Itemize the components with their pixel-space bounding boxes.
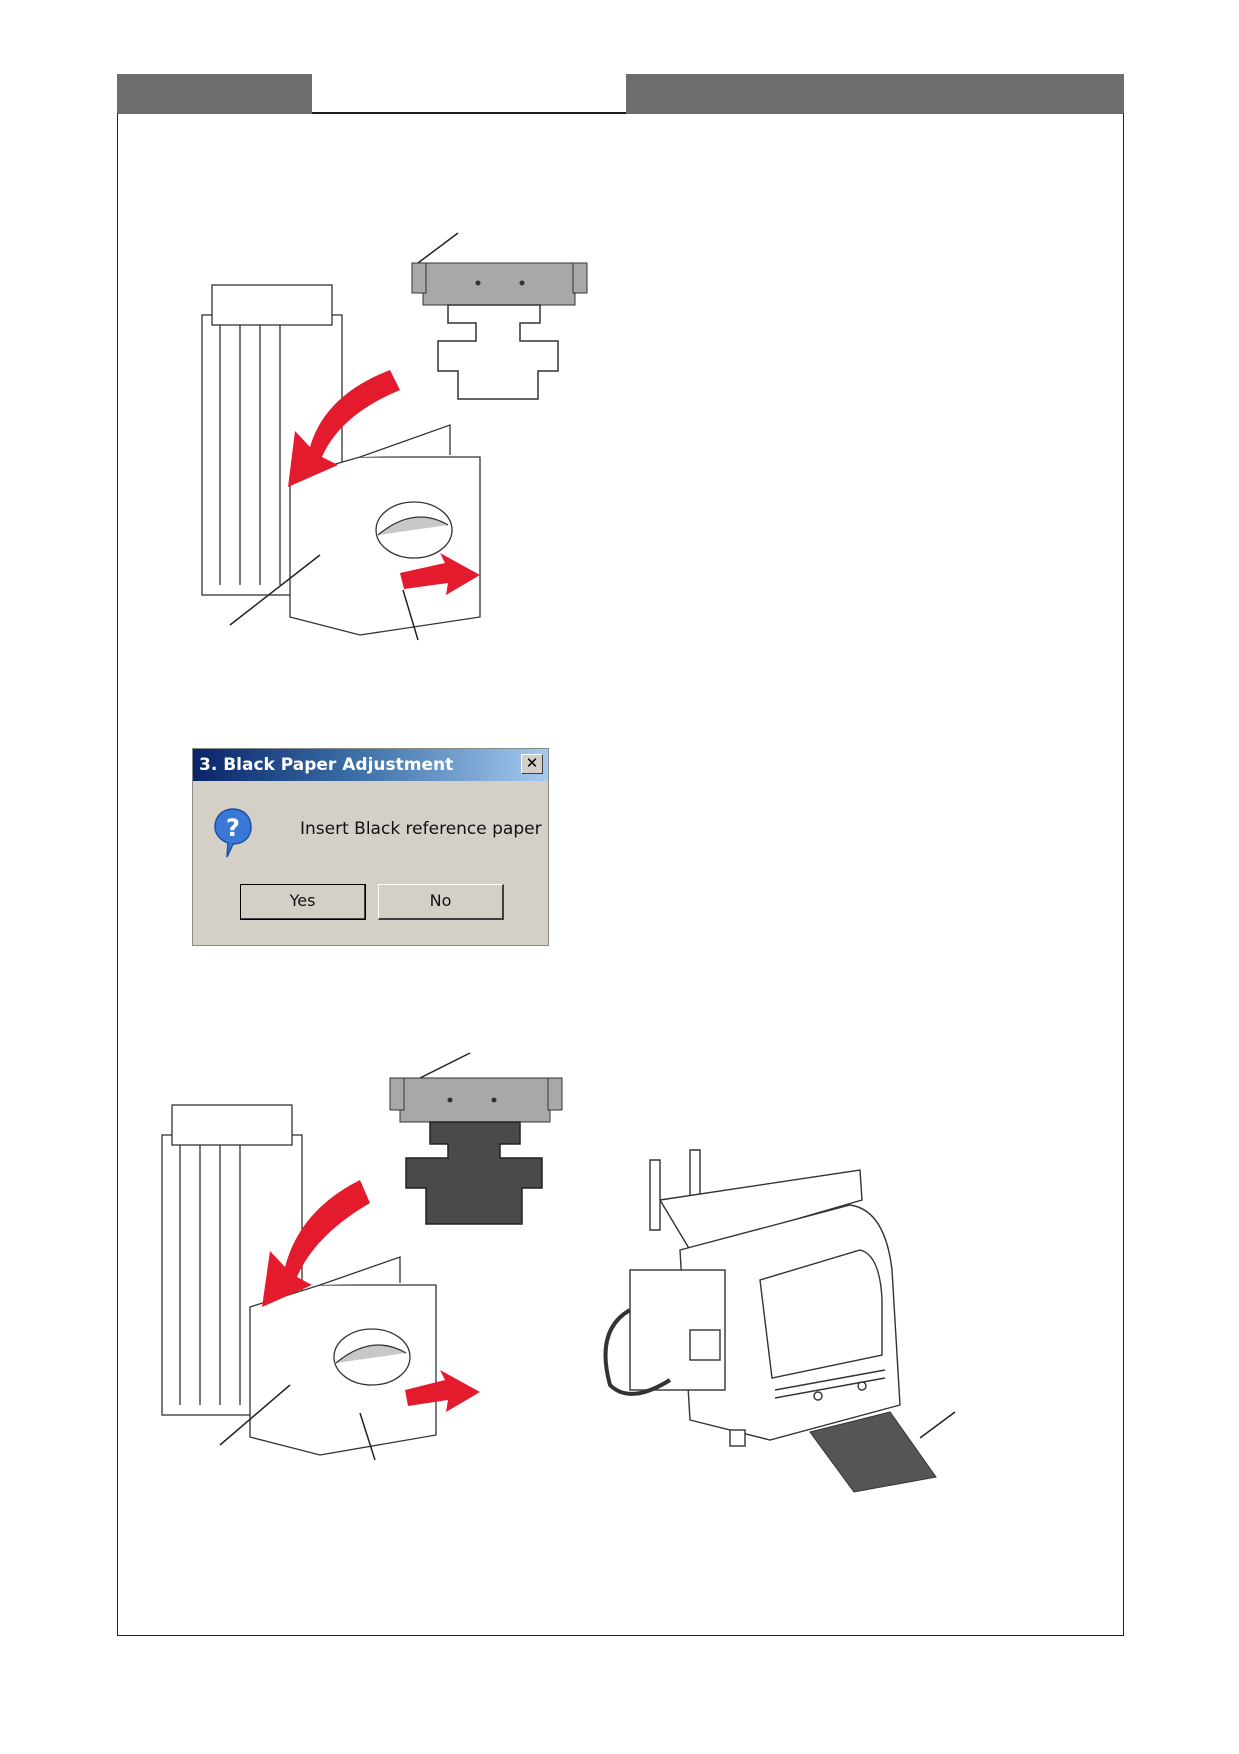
header-bar-left — [117, 74, 312, 114]
dialog-title: 3. Black Paper Adjustment — [199, 755, 454, 775]
figure-white-reference-insertion — [201, 232, 588, 641]
yes-button[interactable]: Yes — [240, 884, 366, 920]
black-paper-adjustment-dialog: 3. Black Paper Adjustment ✕ ? Insert Bla… — [192, 748, 549, 946]
black-reference-paper-output — [809, 1411, 937, 1493]
figure-unit-front-view — [603, 1149, 956, 1493]
figure-black-reference-insertion — [161, 1052, 563, 1461]
header-bar-right — [626, 74, 1124, 114]
page-frame — [117, 113, 1124, 1636]
dialog-title-bar: 3. Black Paper Adjustment ✕ — [193, 749, 548, 781]
insert-arrow-icon — [288, 370, 400, 487]
pull-arrow-icon — [405, 1370, 480, 1412]
bill-validator-unit — [161, 1104, 437, 1456]
black-reference-paper — [389, 1052, 563, 1225]
header-title-box — [312, 74, 626, 114]
close-icon[interactable]: ✕ — [521, 754, 543, 774]
pull-arrow-icon — [400, 553, 480, 595]
svg-text:?: ? — [226, 814, 240, 842]
no-button[interactable]: No — [378, 884, 504, 920]
question-icon: ? — [214, 808, 252, 858]
bill-validator-unit — [201, 284, 481, 636]
white-reference-paper — [411, 232, 588, 400]
dialog-message: Insert Black reference paper — [300, 819, 542, 839]
unit-housing — [603, 1149, 901, 1447]
insert-arrow-icon — [262, 1180, 370, 1307]
